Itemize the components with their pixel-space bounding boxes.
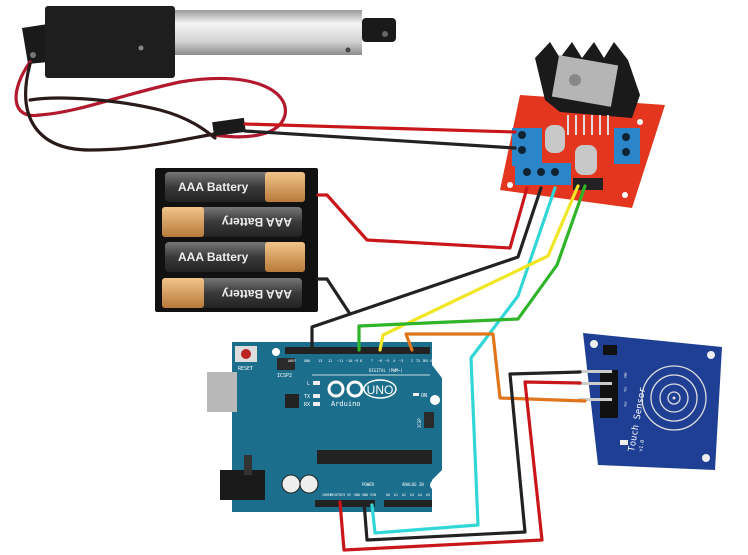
model-label: UNO xyxy=(367,383,394,397)
battery-label: AAA Battery xyxy=(221,287,292,301)
svg-text:IOREF: IOREF xyxy=(322,493,332,497)
digital-label: DIGITAL (PWM~) xyxy=(369,368,403,373)
svg-text:~9: ~9 xyxy=(354,359,358,363)
svg-text:A5: A5 xyxy=(426,493,430,497)
svg-text:RESET: RESET xyxy=(330,493,340,497)
wire-pin6-yellow xyxy=(378,184,580,352)
battery-cell: AAA Battery xyxy=(165,172,305,202)
wire-vin-cyan xyxy=(370,186,557,535)
capacitor xyxy=(575,145,597,175)
led-tx-label: TX xyxy=(304,394,310,400)
wire-pin8-green xyxy=(357,184,587,352)
svg-text:5V: 5V xyxy=(347,493,351,497)
svg-text:SIG: SIG xyxy=(623,401,628,407)
svg-text:~11: ~11 xyxy=(337,359,343,363)
touch-pad[interactable] xyxy=(641,365,707,431)
svg-text:A1: A1 xyxy=(394,493,398,497)
battery-pack: AAA Battery AAA Battery AAA Battery AAA … xyxy=(155,168,318,312)
svg-text:12: 12 xyxy=(328,359,332,363)
dc-jack xyxy=(220,470,265,500)
svg-text:GND: GND xyxy=(362,493,368,497)
wire-sensor-gnd-black xyxy=(362,370,582,542)
icsp2-header xyxy=(277,358,295,370)
wire-sensor-vcc-red xyxy=(338,380,582,552)
icsp-label: ICSP xyxy=(417,418,422,428)
wire-motor-black xyxy=(243,129,517,150)
analog-label: ANALOG IN xyxy=(402,482,424,487)
svg-text:~3: ~3 xyxy=(399,359,403,363)
analog-pin-labels: A0 A1 A2 A3 A4 A5 xyxy=(386,493,430,497)
icsp-header xyxy=(424,412,434,428)
wire-ground-black xyxy=(310,186,543,350)
svg-text:VCC: VCC xyxy=(623,386,628,392)
battery-cell: AAA Battery xyxy=(162,207,302,237)
capacitor xyxy=(545,125,565,153)
svg-text:GND: GND xyxy=(354,493,360,497)
svg-text:3V3: 3V3 xyxy=(339,493,345,497)
wire-battery-red xyxy=(316,186,529,250)
svg-text:~5: ~5 xyxy=(385,359,389,363)
svg-text:TX 1: TX 1 xyxy=(416,359,424,363)
sensor-version: v1.0 xyxy=(638,439,646,452)
reset-label: RESET xyxy=(238,366,253,372)
svg-text:GND: GND xyxy=(623,372,628,378)
svg-text:~6: ~6 xyxy=(378,359,382,363)
svg-text:7: 7 xyxy=(371,359,373,363)
led-rx-label: RX xyxy=(304,402,310,408)
arduino-logo: UNO Arduino xyxy=(327,379,397,408)
svg-text:VIN: VIN xyxy=(370,493,376,497)
svg-text:AREF: AREF xyxy=(288,359,296,363)
wires xyxy=(243,122,587,552)
analog-header xyxy=(384,500,432,507)
battery-label: AAA Battery xyxy=(221,215,292,229)
icsp2-label: ICSP2 xyxy=(277,373,292,379)
svg-text:A4: A4 xyxy=(418,493,422,497)
svg-text:A2: A2 xyxy=(402,493,406,497)
touch-sensor: GND VCC SIG Touch Sensor v1.0 xyxy=(578,333,722,470)
svg-text:4: 4 xyxy=(393,359,395,363)
svg-text:2: 2 xyxy=(411,359,413,363)
svg-text:8: 8 xyxy=(360,359,362,363)
battery-cell: AAA Battery xyxy=(162,278,302,308)
on-label: ON xyxy=(421,393,427,399)
svg-text:RX 0: RX 0 xyxy=(424,359,432,363)
power-label: POWER xyxy=(362,482,375,487)
sensor-pin-labels: GND VCC SIG xyxy=(623,372,628,407)
brand-label: Arduino xyxy=(331,400,361,408)
l298n-motor-driver xyxy=(500,42,665,208)
motor-terminal-a xyxy=(512,128,542,166)
svg-text:A3: A3 xyxy=(410,493,414,497)
wire-battery-black xyxy=(316,277,352,316)
svg-text:A0: A0 xyxy=(386,493,390,497)
svg-text:13: 13 xyxy=(318,359,322,363)
linear-actuator xyxy=(14,6,396,152)
wire-motor-red xyxy=(243,122,517,134)
power-header xyxy=(315,500,375,507)
usb-port xyxy=(207,372,237,412)
reset-knob xyxy=(241,349,251,359)
battery-cell: AAA Battery xyxy=(165,242,305,272)
atmega-chip xyxy=(317,450,432,464)
svg-text:~10: ~10 xyxy=(346,359,352,363)
battery-label: AAA Battery xyxy=(178,180,249,194)
svg-text:GND: GND xyxy=(304,359,310,363)
led-l-label: L xyxy=(307,381,310,387)
battery-label: AAA Battery xyxy=(178,250,249,264)
